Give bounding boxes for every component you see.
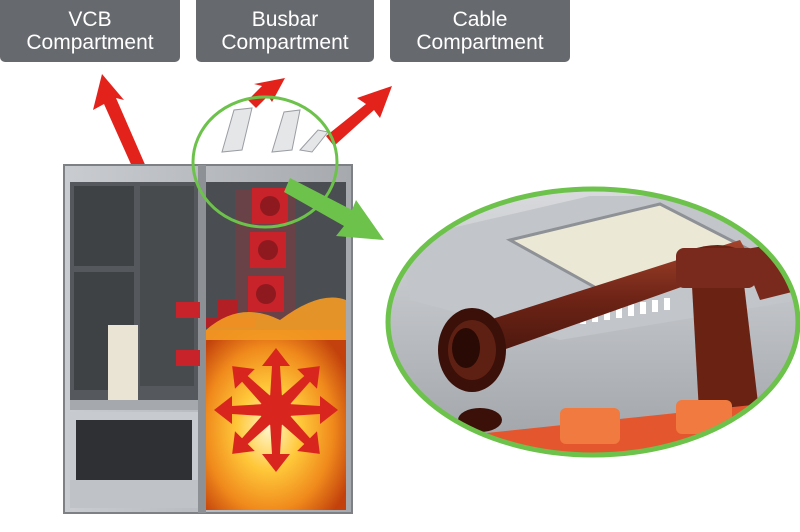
vcb-label-line1: VCB (68, 8, 112, 31)
cable-label-line2: Compartment (416, 31, 544, 54)
arc-blast-icon (214, 348, 338, 472)
busbar-label-line1: Busbar (251, 8, 319, 31)
vent-arrow-busbar-icon (248, 78, 285, 108)
switchgear-cabinet (63, 164, 353, 514)
busbar-compartment-label: Busbar Compartment (196, 0, 374, 62)
cable-label-line1: Cable (452, 8, 508, 31)
vcb-label-line2: Compartment (26, 31, 154, 54)
cable-compartment-label: Cable Compartment (390, 0, 570, 62)
vent-arrow-cable-icon (326, 86, 392, 146)
highlight-circle (191, 95, 339, 229)
vcb-compartment-label: VCB Compartment (0, 0, 180, 62)
vent-arrow-vcb-icon (93, 74, 150, 180)
zoom-detail-view (385, 186, 800, 458)
zoom-pointer-arrow-icon (284, 178, 384, 240)
busbar-label-line2: Compartment (221, 31, 349, 54)
